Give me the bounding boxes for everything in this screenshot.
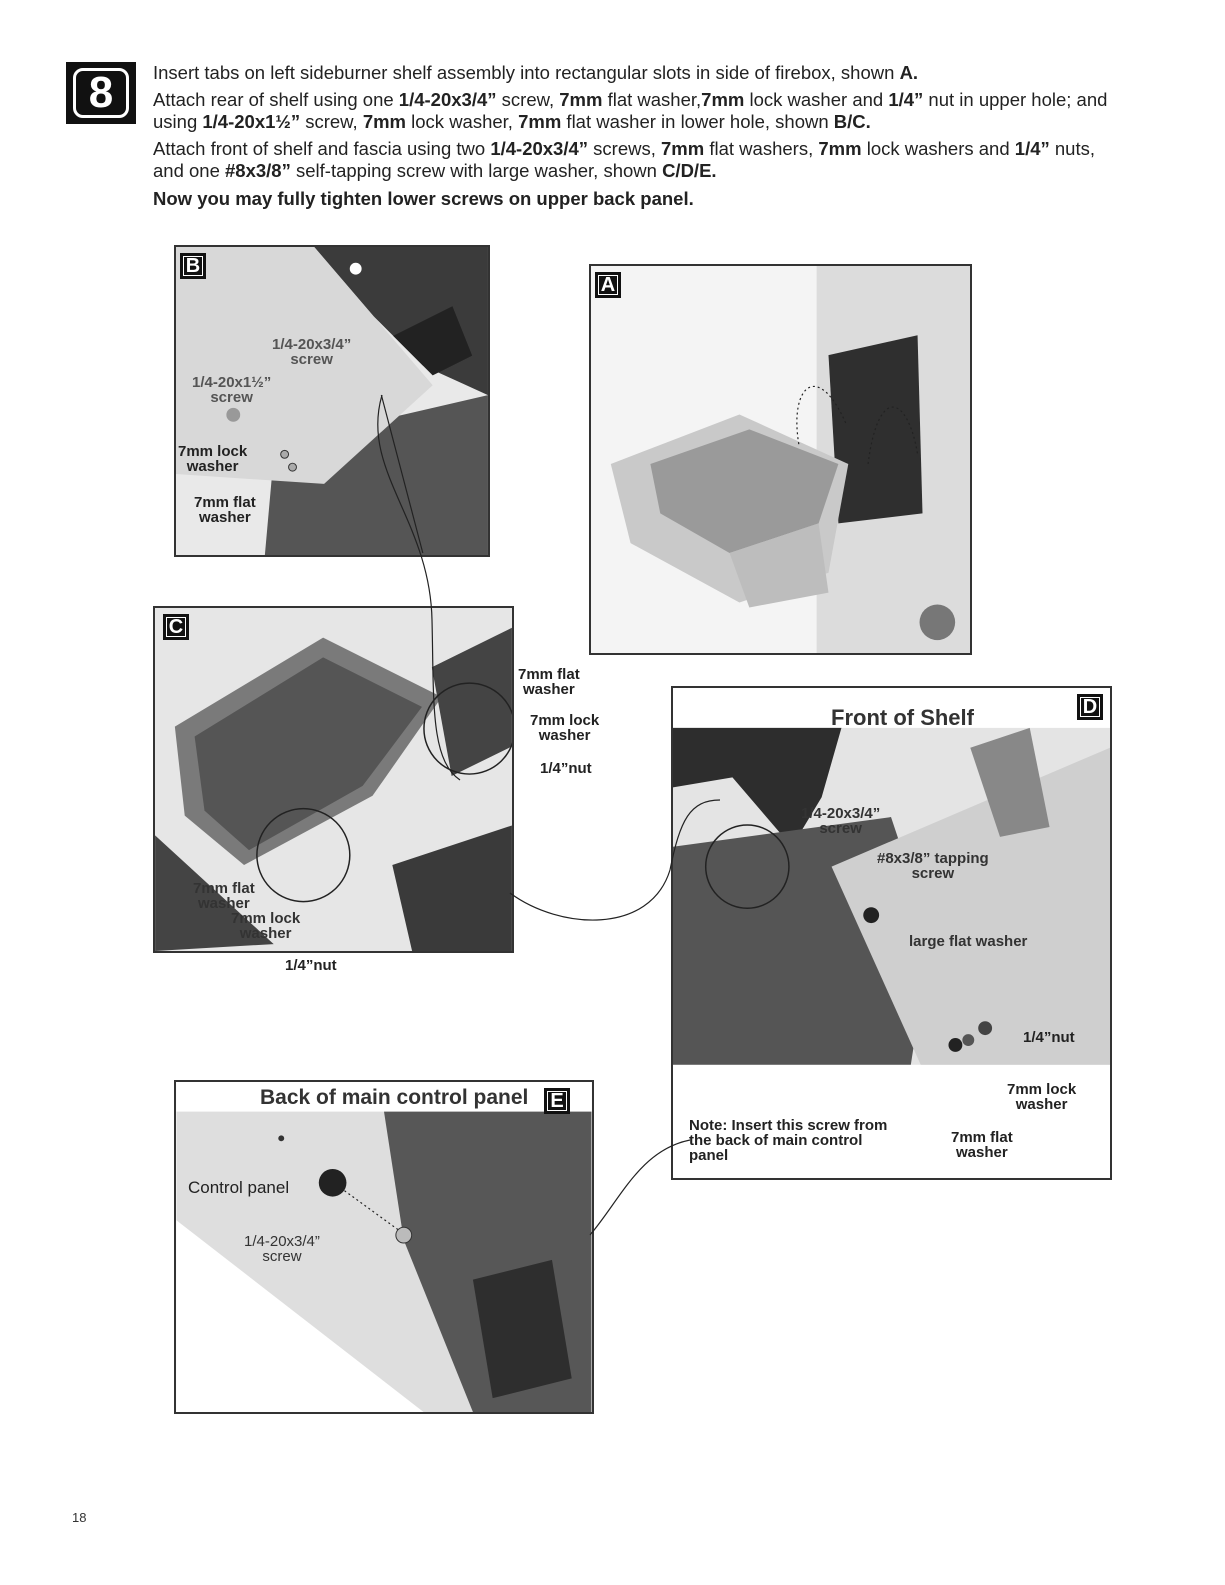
page-number: 18 bbox=[72, 1510, 87, 1525]
instruction-text: flat washer, bbox=[602, 89, 702, 110]
panel-letter-text: E bbox=[547, 1090, 567, 1112]
panel-letter-text: B bbox=[183, 255, 203, 277]
label-d-screw-3-4: 1/4-20x3/4” screw bbox=[801, 805, 881, 837]
step-number-badge: 8 bbox=[66, 62, 136, 124]
instruction-bold: 7mm bbox=[701, 89, 745, 110]
instruction-bold: #8x3/8” bbox=[225, 160, 291, 181]
instruction-text: Attach front of shelf and fascia using t… bbox=[153, 138, 491, 159]
panel-a-illustration bbox=[591, 266, 970, 653]
label-e-screw-3-4: 1/4-20x3/4” screw bbox=[244, 1233, 320, 1265]
label-flat-washer: 7mm flat washer bbox=[194, 494, 256, 526]
panel-e: Back of main control panel E Control pan… bbox=[174, 1080, 594, 1414]
label-d-note: Note: Insert this screw from the back of… bbox=[689, 1117, 888, 1164]
label-d-nut: 1/4”nut bbox=[1023, 1029, 1075, 1046]
instruction-text: screw, bbox=[496, 89, 560, 110]
label-c-flat-washer-top: 7mm flat washer bbox=[518, 666, 580, 698]
instruction-bold: 7mm bbox=[559, 89, 603, 110]
instruction-bold: 7mm bbox=[818, 138, 862, 159]
panel-letter-text: A bbox=[598, 274, 618, 296]
panel-e-title: Back of main control panel bbox=[260, 1086, 529, 1109]
instruction-bold: 1/4-20x3/4” bbox=[398, 89, 497, 110]
label-d-tapping-screw: #8x3/8” tapping screw bbox=[877, 850, 989, 882]
panel-c-letter: C bbox=[163, 614, 189, 640]
panel-b-letter: B bbox=[180, 253, 206, 279]
label-c-nut-bottom: 1/4”nut bbox=[285, 957, 337, 974]
instruction-text: flat washers, bbox=[704, 138, 819, 159]
instruction-tighten-note: Now you may fully tighten lower screws o… bbox=[153, 188, 694, 209]
label-lock-washer-bottom: 7mm lock washer bbox=[231, 910, 301, 942]
instruction-text: nut in upper hole; and using bbox=[153, 89, 1108, 132]
label-screw-3-4: 1/4-20x3/4” screw bbox=[272, 336, 352, 368]
panel-d: Front of Shelf D 1/4-20x3/4” screw #8x3/… bbox=[671, 686, 1112, 1180]
instruction-ref: A. bbox=[899, 62, 919, 83]
instruction-bold: 1/4” bbox=[888, 89, 924, 110]
panel-a: A bbox=[589, 264, 972, 655]
instruction-text: Insert tabs on left sideburner shelf ass… bbox=[153, 62, 900, 83]
instruction-bold: 7mm bbox=[362, 111, 407, 132]
instructions-block: Insert tabs on left sideburner shelf ass… bbox=[153, 62, 1113, 215]
label-c-lock-washer-top: 7mm lock washer bbox=[530, 712, 600, 744]
label-d-large-washer: large flat washer bbox=[909, 933, 1028, 950]
instruction-bold: C/D/E. bbox=[662, 160, 717, 181]
instruction-bold: 1/4-20x3/4” bbox=[490, 138, 589, 159]
panel-c: C 7mm flat washer 7mm lock washer bbox=[153, 606, 514, 953]
instruction-bold: B/C. bbox=[833, 111, 871, 132]
label-d-lock-washer: 7mm lock washer bbox=[1007, 1081, 1077, 1113]
instruction-text: screw, bbox=[300, 111, 363, 132]
instruction-text: Attach rear of shelf using one bbox=[153, 89, 399, 110]
instruction-paragraph-3: Attach front of shelf and fascia using t… bbox=[153, 138, 1113, 182]
instruction-bold: 7mm bbox=[518, 111, 562, 132]
instruction-text: self-tapping screw with large washer, sh… bbox=[290, 160, 663, 181]
label-screw-1-1-2: 1/4-20x1½” screw bbox=[192, 374, 272, 406]
panel-letter-text: D bbox=[1080, 696, 1100, 718]
label-c-nut-top: 1/4”nut bbox=[540, 760, 592, 777]
instruction-text: lock washer, bbox=[406, 111, 519, 132]
panel-b: B 1/4-20x3/4” screw 1/4-20x1½” screw 7mm… bbox=[174, 245, 490, 557]
instruction-text: lock washer and bbox=[744, 89, 889, 110]
panel-a-letter: A bbox=[595, 272, 621, 298]
instruction-paragraph-2: Attach rear of shelf using one 1/4-20x3/… bbox=[153, 89, 1113, 133]
panel-d-illustration bbox=[673, 688, 1110, 1178]
panel-e-letter: E bbox=[544, 1088, 570, 1114]
instruction-bold: 1/4-20x1½” bbox=[202, 111, 301, 132]
panel-letter-text: C bbox=[166, 616, 186, 638]
panel-d-letter: D bbox=[1077, 694, 1103, 720]
label-e-control-panel: Control panel bbox=[188, 1178, 290, 1197]
instruction-text: flat washer in lower hole, shown bbox=[561, 111, 834, 132]
panel-e-illustration bbox=[176, 1082, 592, 1412]
panel-d-title: Front of Shelf bbox=[831, 705, 974, 730]
instruction-bold: 1/4” bbox=[1014, 138, 1050, 159]
label-flat-washer-bottom: 7mm flat washer bbox=[193, 880, 255, 912]
label-lock-washer: 7mm lock washer bbox=[178, 443, 248, 475]
instruction-text: lock washers and bbox=[861, 138, 1015, 159]
instruction-text: nuts, and one bbox=[153, 138, 1095, 181]
label-d-flat-washer: 7mm flat washer bbox=[951, 1129, 1013, 1161]
step-number: 8 bbox=[73, 68, 129, 118]
instruction-paragraph-1: Insert tabs on left sideburner shelf ass… bbox=[153, 62, 1113, 84]
instruction-text: screws, bbox=[588, 138, 662, 159]
instruction-bold: 7mm bbox=[661, 138, 705, 159]
